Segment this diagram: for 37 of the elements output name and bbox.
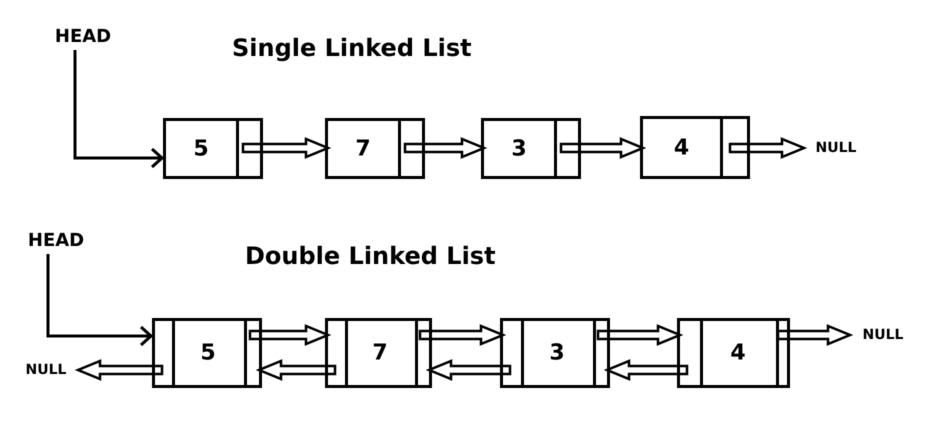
list-title: Double Linked List: [245, 242, 496, 270]
pointer-arrow: [404, 137, 488, 159]
list-node-box: [325, 318, 432, 388]
pointer-label: NULL: [806, 138, 866, 158]
pointer-arrow: [248, 324, 332, 346]
list-title: Single Linked List: [232, 34, 472, 62]
pointer-label: NULL: [852, 325, 914, 345]
node-value: 7: [355, 136, 371, 161]
node-value: 4: [674, 135, 690, 160]
pointer-arrow: [256, 359, 336, 381]
node-value: 3: [549, 340, 565, 366]
list-node-box: [163, 118, 263, 179]
pointer-arrow: [560, 137, 646, 159]
list-node-box: [325, 118, 425, 179]
node-value: 5: [200, 340, 216, 366]
pointer-arrow: [242, 137, 332, 159]
pointer-arrow: [74, 50, 164, 168]
pointer-arrow: [604, 359, 688, 381]
pointer-label: NULL: [16, 360, 76, 380]
pointer-label: HEAD: [44, 24, 122, 48]
pointer-arrow: [74, 359, 164, 381]
pointer-arrow: [426, 359, 512, 381]
node-value: 3: [511, 136, 527, 161]
list-node-box: [500, 318, 610, 388]
pointer-arrow: [776, 324, 854, 346]
node-value: 7: [372, 340, 388, 366]
node-value: 5: [193, 136, 209, 161]
pointer-arrow: [46, 254, 152, 346]
list-node-box: [152, 318, 262, 388]
list-node-box: [481, 118, 581, 179]
pointer-arrow: [728, 137, 808, 159]
list-node-box: [677, 318, 790, 388]
node-value: 4: [730, 340, 746, 366]
pointer-arrow: [596, 324, 684, 346]
pointer-label: HEAD: [16, 228, 96, 252]
pointer-arrow: [418, 324, 506, 346]
list-node-box: [640, 116, 750, 179]
